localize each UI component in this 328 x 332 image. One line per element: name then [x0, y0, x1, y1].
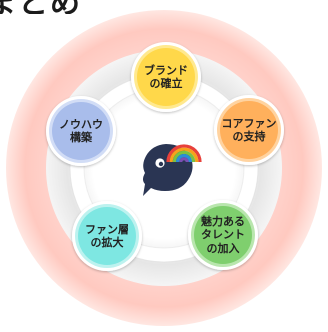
cycle-node-1: [131, 42, 201, 112]
cycle-node-label-5: ノウハウ 構築: [59, 117, 103, 144]
cycle-node-label-4: ファン層 の拡大: [85, 222, 129, 249]
cycle-node-5: [46, 96, 116, 166]
cycle-node-2: [214, 95, 284, 165]
cycle-node-3: [188, 200, 258, 270]
header-text-fragment: まとめ: [0, 0, 328, 14]
cycle-node-label-1: ブランド の確立: [144, 63, 188, 90]
cycle-node-label-3: 魅力ある タレント の加入: [201, 214, 245, 255]
cycle-node-label-2: コアファン の支持: [221, 116, 277, 143]
speech-bubble-rainbow-icon: [143, 144, 202, 196]
cycle-node-4: [72, 201, 142, 271]
